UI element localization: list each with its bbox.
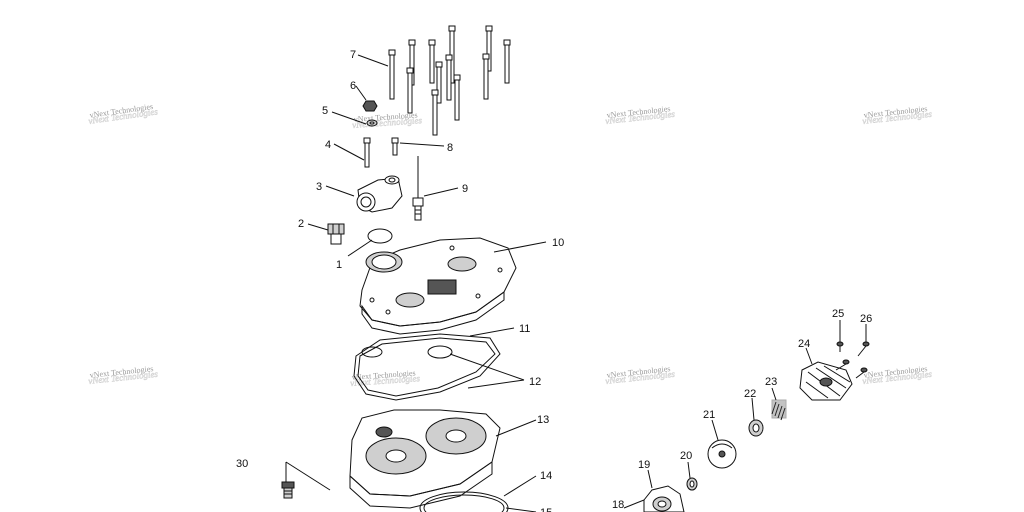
part-thermostat [327,223,345,245]
callout-labels: 7 6 5 4 8 3 9 2 1 10 11 12 13 14 15 30 1… [236,49,872,512]
bolt-a [388,49,396,100]
callout-10: 10 [552,237,564,249]
bolt-j [453,74,461,121]
callout-18: 18 [612,499,624,511]
leader-lines [285,54,867,512]
watermarks: vNext Technologies vNext Technologies vN… [87,102,934,388]
callout-5: 5 [322,105,328,117]
watermark-4: vNext Technologies vNext Technologies [862,104,934,126]
bolt-h [435,61,443,104]
bolt-l [431,89,439,136]
part-water-outlet [356,175,403,213]
part-bearing [748,419,764,437]
callout-6: 6 [350,80,356,92]
part-short-bolt-8 [391,137,399,156]
part-short-bolt-4 [363,137,371,168]
callout-25: 25 [832,308,844,320]
watermark-7: vNext Technologies vNext Technologies [605,364,677,386]
callout-7: 7 [350,49,356,61]
part-cylinder-head [349,409,501,509]
watermark-3: vNext Technologies vNext Technologies [605,104,677,126]
part-nut [362,100,378,112]
callout-19: 19 [638,459,650,471]
part-cover-plate [799,361,853,401]
part-temp-sensor [412,156,424,221]
part-screw-25 [836,341,844,352]
bolt-f [503,39,511,84]
callout-13: 13 [537,414,549,426]
part-o-ring [367,228,393,244]
callout-11: 11 [519,323,530,335]
callout-24: 24 [798,338,810,350]
part-screw-26 [857,341,870,357]
callout-12: 12 [529,376,541,388]
watermark-1: vNext Technologies vNext Technologies [87,102,159,126]
watermark-8: vNext Technologies vNext Technologies [862,364,934,386]
bolt-k [482,53,490,100]
part-spring [771,399,787,421]
part-head-gasket [353,333,501,401]
bolt-c [428,39,436,84]
callout-14: 14 [540,470,552,482]
svg-text:vNext Technologies: vNext Technologies [352,368,416,381]
callout-20: 20 [680,450,692,462]
callout-3: 3 [316,181,322,193]
callout-22: 22 [744,388,756,400]
part-impeller [707,439,737,469]
watermark-5: vNext Technologies vNext Technologies [88,364,160,386]
part-small-o-rings [361,345,453,359]
part-seal [686,477,698,491]
callout-21: 21 [703,409,715,421]
bolt-g [406,67,414,114]
part-washer [366,119,378,127]
part-plug [281,481,295,499]
part-long-bolts [388,25,511,136]
bolt-e [485,25,493,72]
callout-1: 1 [336,259,342,271]
part-cylinder-head-cover [359,237,517,335]
callout-4: 4 [325,139,331,151]
callout-15: 15 [540,507,552,512]
callout-30: 30 [236,458,248,470]
callout-23: 23 [765,376,777,388]
part-pump-cover [643,485,685,512]
part-screw-extra [835,359,868,379]
callout-9: 9 [462,183,468,195]
bolt-i [445,54,453,101]
callout-26: 26 [860,313,872,325]
callout-2: 2 [298,218,304,230]
callout-8: 8 [447,142,453,154]
